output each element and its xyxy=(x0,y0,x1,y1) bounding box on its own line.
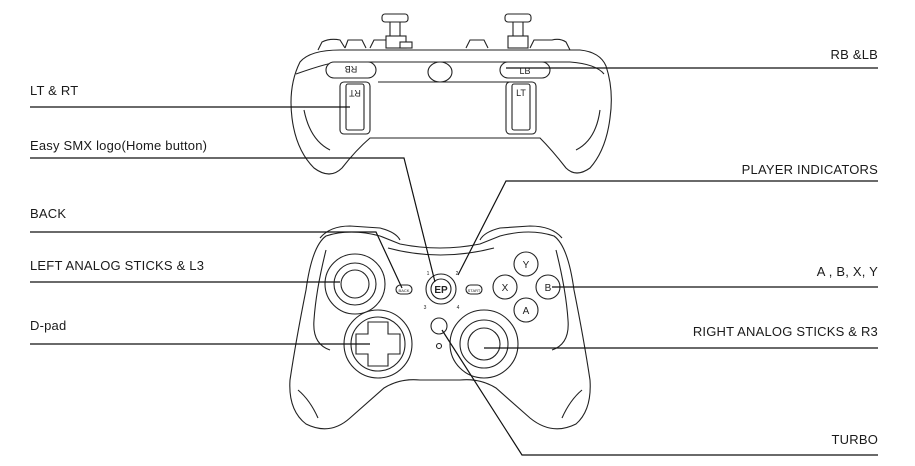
start-mark: START xyxy=(468,288,481,293)
label-abxy: A , B, X, Y xyxy=(816,264,878,279)
y-mark: Y xyxy=(523,260,530,271)
indicator-1: 1 xyxy=(427,271,430,277)
label-dpad: D-pad xyxy=(30,318,67,333)
a-button xyxy=(513,297,539,323)
front-right-bumper xyxy=(479,225,563,241)
front-right-panel-line xyxy=(551,249,569,351)
right-stick-cap xyxy=(467,327,501,361)
b-mark: B xyxy=(545,283,552,294)
front-left-bumper xyxy=(319,225,401,241)
front-left-panel-line xyxy=(313,249,331,351)
front-view-body xyxy=(289,231,591,430)
label-home-button: Easy SMX logo(Home button) xyxy=(30,138,208,153)
lb-bumper xyxy=(499,61,551,79)
x-mark: X xyxy=(502,283,509,294)
rb-bumper xyxy=(325,61,377,79)
top-right-bumper-edge xyxy=(529,38,571,51)
label-right-analog-stick: RIGHT ANALOG STICKS & R3 xyxy=(692,324,878,339)
leader-lines xyxy=(30,67,878,456)
front-left-grip-line xyxy=(297,389,319,419)
front-right-grip-line xyxy=(561,389,583,419)
lb-mark: LB xyxy=(519,66,530,76)
home-logo-mark: EP xyxy=(434,285,448,296)
top-right-nub xyxy=(465,39,489,49)
label-back: BACK xyxy=(30,206,67,221)
lt-trigger-inner xyxy=(511,83,531,131)
leader-turbo xyxy=(441,329,878,456)
turbo-led xyxy=(435,342,443,350)
label-rb-lb: RB &LB xyxy=(830,47,878,62)
top-view-left-grip-line xyxy=(303,109,331,151)
leader-player xyxy=(457,180,878,276)
home-button xyxy=(430,278,452,300)
right-stick-shaft-top xyxy=(512,22,524,36)
top-center-oval xyxy=(427,61,453,83)
top-view-controller: RB LB RT LT xyxy=(290,13,612,175)
x-button xyxy=(492,274,518,300)
label-player-indicators: PLAYER INDICATORS xyxy=(741,162,878,177)
rt-trigger xyxy=(339,81,371,135)
lt-mark: LT xyxy=(516,88,526,98)
back-button xyxy=(395,284,413,295)
rt-mark: RT xyxy=(349,88,361,98)
start-button xyxy=(465,284,483,295)
indicator-4: 4 xyxy=(457,305,460,311)
top-view-right-grip-line xyxy=(575,109,601,151)
indicator-2: 2 xyxy=(456,271,459,277)
indicator-3: 3 xyxy=(424,305,427,311)
turbo-button xyxy=(430,317,448,335)
y-button xyxy=(513,251,539,277)
dpad-cross xyxy=(355,321,401,367)
front-view-controller: BACK EP 1 2 3 4 START Y X B A xyxy=(289,225,591,430)
top-left-nub xyxy=(344,39,367,49)
label-turbo: TURBO xyxy=(831,432,878,447)
lt-trigger xyxy=(505,81,537,135)
top-left-bumper-edge xyxy=(317,38,346,51)
right-stick-cap-top xyxy=(504,13,532,23)
back-mark: BACK xyxy=(399,288,410,293)
left-stick-cap xyxy=(340,269,370,299)
a-mark: A xyxy=(523,306,530,317)
leader-home xyxy=(30,157,436,283)
leader-back xyxy=(30,231,403,289)
right-stick-base-top xyxy=(507,35,529,49)
usb-port-top xyxy=(399,41,413,49)
front-top-arc xyxy=(387,247,495,256)
left-stick-cap-top xyxy=(381,13,409,23)
left-stick-shaft-top xyxy=(389,22,401,36)
label-lt-rt: LT & RT xyxy=(30,83,79,98)
rb-mark: RB xyxy=(345,64,358,74)
label-left-analog-stick: LEFT ANALOG STICKS & L3 xyxy=(30,258,205,273)
